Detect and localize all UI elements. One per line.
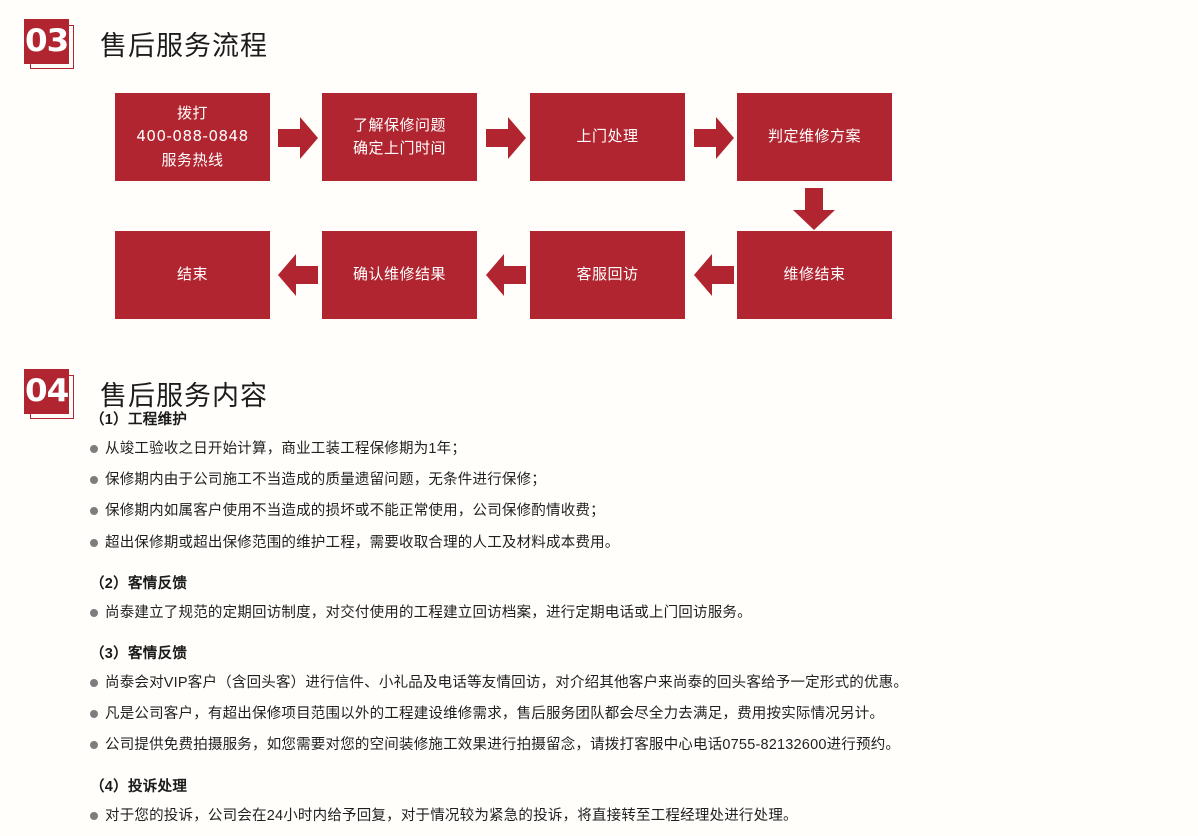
section-badge-04: 04: [18, 365, 76, 423]
list-item-text: 公司提供免费拍摄服务，如您需要对您的空间装修施工效果进行拍摄留念，请拨打客服中心…: [105, 737, 901, 754]
flow-box-line: 确认维修结果: [352, 266, 446, 284]
flow-box-repair-finished[interactable]: 维修结束: [737, 231, 892, 319]
section-title: 售后服务内容: [100, 381, 268, 412]
bullet-dot-icon: [90, 741, 98, 750]
content-group-bullets: 对于您的投诉，公司会在24小时内给予回复，对于情况较为紧急的投诉，将直接转至工程…: [90, 805, 1170, 828]
list-item-text: 保修期内如属客户使用不当造成的损坏或不能正常使用，公司保修酌情收费；: [105, 503, 605, 520]
flow-box-understand-warranty[interactable]: 了解保修问题 确定上门时间: [322, 93, 477, 181]
section-header-04: 04 售后服务内容: [18, 352, 268, 436]
badge-number: 04: [24, 372, 69, 409]
bullet-dot-icon: [90, 445, 98, 453]
content-group-heading: （2）客情反馈: [90, 575, 188, 592]
bullet-dot-icon: [90, 811, 98, 820]
flow-box-end[interactable]: 结束: [115, 231, 270, 319]
flow-box-line: 维修结束: [783, 266, 846, 284]
content-group-heading: （1）工程维护: [90, 412, 188, 428]
bullet-dot-icon: [90, 507, 98, 516]
list-item: 尚泰建立了规范的定期回访制度，对交付使用的工程建立回访档案，进行定期电话或上门回…: [90, 602, 1170, 625]
badge-fill-shape: 04: [24, 368, 69, 414]
content-group-heading: （3）客情反馈: [90, 645, 188, 662]
arrow-right-icon: [486, 117, 526, 159]
list-item-text: 从竣工验收之日开始计算，商业工装工程保修期为1年；: [105, 441, 467, 457]
list-item-text: 对于您的投诉，公司会在24小时内给予回复，对于情况较为紧急的投诉，将直接转至工程…: [105, 807, 798, 824]
flow-box-line: 客服回访: [576, 266, 639, 284]
flow-box-line: 判定维修方案: [767, 128, 861, 146]
bullet-dot-icon: [90, 538, 98, 547]
badge-fill-shape: 03: [24, 18, 69, 64]
content-group-heading: （4）投诉处理: [90, 778, 188, 795]
list-item: 超出保修期或超出保修范围的维护工程，需要收取合理的人工及材料成本费用。: [90, 532, 1170, 555]
arrow-right-icon: [278, 117, 318, 159]
bullet-dot-icon: [90, 678, 98, 687]
flow-box-line: 拨打: [176, 105, 208, 123]
flow-box-line: 了解保修问题: [352, 116, 446, 134]
badge-number: 03: [24, 22, 69, 59]
flow-box-line: 结束: [176, 266, 208, 284]
list-item-text: 凡是公司客户，有超出保修项目范围以外的工程建设维修需求，售后服务团队都会尽全力去…: [105, 706, 885, 723]
bullet-dot-icon: [90, 476, 98, 485]
list-item-text: 尚泰会对VIP客户（含回头客）进行信件、小礼品及电话等友情回访，对介绍其他客户来…: [105, 674, 909, 691]
arrow-right-icon: [694, 117, 734, 159]
list-item: 对于您的投诉，公司会在24小时内给予回复，对于情况较为紧急的投诉，将直接转至工程…: [90, 805, 1170, 828]
flow-box-line: 服务热线: [161, 151, 224, 169]
service-content-list: （1）工程维护 从竣工验收之日开始计算，商业工装工程保修期为1年； 保修期内由于…: [90, 408, 1170, 836]
list-item: 凡是公司客户，有超出保修项目范围以外的工程建设维修需求，售后服务团队都会尽全力去…: [90, 703, 1170, 726]
arrow-left-icon: [486, 254, 526, 296]
section-badge-03: 03: [18, 15, 76, 73]
flow-box-line-phone: 400-088-0848: [136, 127, 249, 146]
list-item: 保修期内由于公司施工不当造成的质量遗留问题，无条件进行保修；: [90, 469, 1170, 492]
flow-box-customer-revisit[interactable]: 客服回访: [530, 231, 685, 319]
flow-box-line: 确定上门时间: [352, 140, 446, 157]
bullet-dot-icon: [90, 608, 98, 617]
content-group-bullets: 尚泰会对VIP客户（含回头客）进行信件、小礼品及电话等友情回访，对介绍其他客户来…: [90, 672, 1170, 758]
list-item: 保修期内如属客户使用不当造成的损坏或不能正常使用，公司保修酌情收费；: [90, 500, 1170, 523]
bullet-dot-icon: [90, 710, 98, 719]
list-item-text: 超出保修期或超出保修范围的维护工程，需要收取合理的人工及材料成本费用。: [105, 534, 620, 551]
arrow-left-icon: [278, 254, 318, 296]
flow-box-confirm-result[interactable]: 确认维修结果: [322, 231, 477, 319]
service-process-flowchart: 拨打 400-088-0848 服务热线 了解保修问题 确定上门时间 上门处理 …: [0, 0, 1198, 340]
flow-box-call-hotline[interactable]: 拨打 400-088-0848 服务热线: [115, 93, 270, 181]
arrow-down-icon: [793, 188, 835, 230]
content-group-bullets: 从竣工验收之日开始计算，商业工装工程保修期为1年； 保修期内由于公司施工不当造成…: [90, 438, 1170, 555]
arrow-left-icon: [694, 254, 734, 296]
flow-box-onsite-handling[interactable]: 上门处理: [530, 93, 685, 181]
flow-box-determine-plan[interactable]: 判定维修方案: [737, 93, 892, 181]
list-item-text: 保修期内由于公司施工不当造成的质量遗留问题，无条件进行保修；: [105, 472, 546, 489]
list-item: 从竣工验收之日开始计算，商业工装工程保修期为1年；: [90, 438, 1170, 461]
section-title: 售后服务流程: [100, 31, 268, 62]
content-group-bullets: 尚泰建立了规范的定期回访制度，对交付使用的工程建立回访档案，进行定期电话或上门回…: [90, 602, 1170, 625]
list-item: 尚泰会对VIP客户（含回头客）进行信件、小礼品及电话等友情回访，对介绍其他客户来…: [90, 672, 1170, 695]
list-item-text: 尚泰建立了规范的定期回访制度，对交付使用的工程建立回访档案，进行定期电话或上门回…: [105, 604, 752, 621]
list-item: 公司提供免费拍摄服务，如您需要对您的空间装修施工效果进行拍摄留念，请拨打客服中心…: [90, 734, 1170, 757]
flow-box-line: 上门处理: [576, 128, 639, 146]
section-header-03: 03 售后服务流程: [18, 2, 268, 86]
